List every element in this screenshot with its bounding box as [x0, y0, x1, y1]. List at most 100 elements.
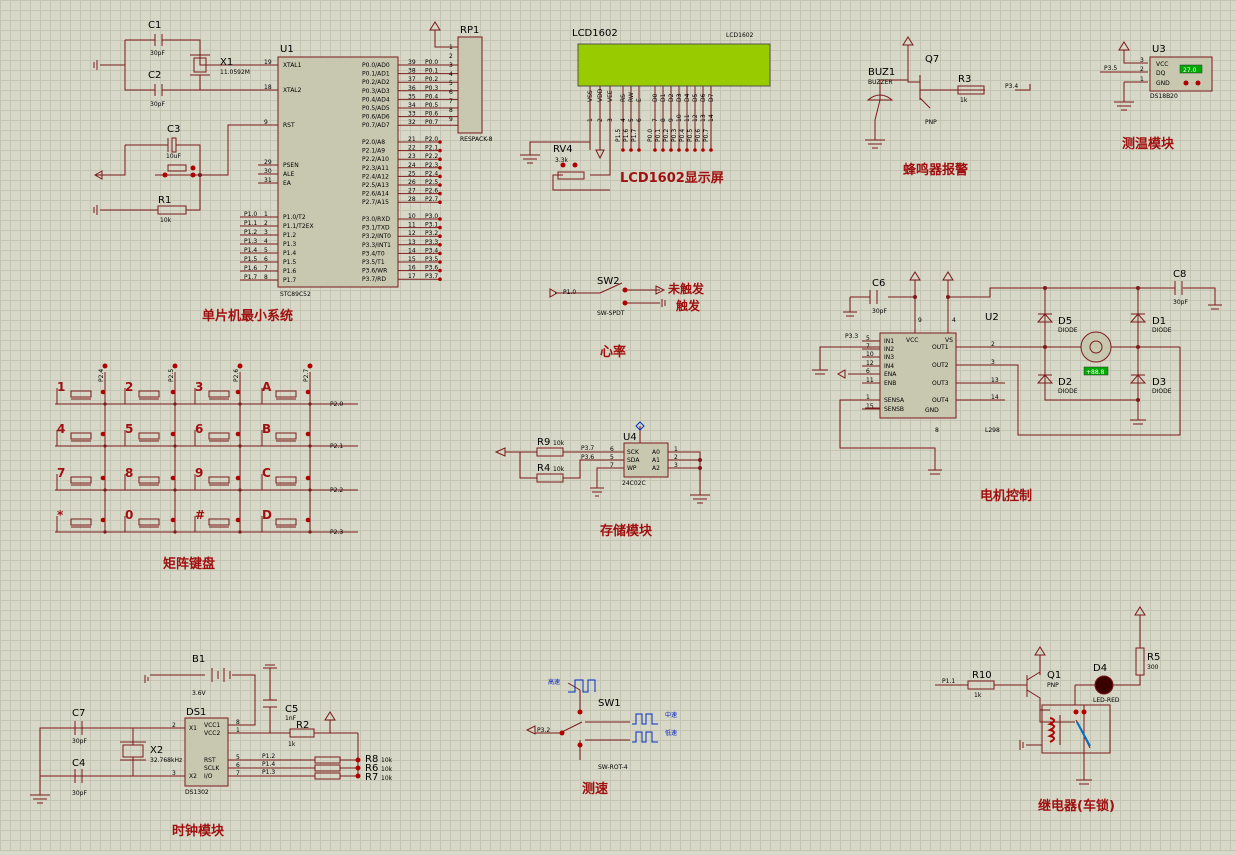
heart-section: SW2 SW-SPDT P1.0 未触发 触发 心率	[549, 276, 705, 360]
mcu-pin-name: P2.1/A9	[362, 148, 385, 155]
buz1-part: BUZZER	[868, 79, 893, 86]
key-junction	[103, 444, 107, 448]
u2-pin-name: OUT1	[932, 344, 949, 351]
relay-net: P1.1	[942, 678, 955, 685]
c6-ref: C6	[872, 278, 885, 289]
sw2-ref: SW2	[597, 276, 620, 287]
u2-part: L298	[985, 427, 1000, 434]
mcu-pin-name: P3.4/T0	[362, 250, 385, 257]
key-label: 7	[57, 466, 65, 480]
d3-part: DIODE	[1152, 388, 1172, 395]
l298-chip	[879, 332, 957, 419]
key-switch	[70, 476, 92, 484]
mcu-ref: U1	[280, 44, 294, 55]
module-label-storage: 存储模块	[600, 523, 653, 539]
key-terminal	[170, 475, 176, 481]
ds1302-pin-number: 6	[236, 762, 240, 769]
mcu-pin-number: 34	[408, 102, 416, 109]
mcu-pin-number: 5	[264, 247, 268, 254]
ds18b20-reading: 27.0	[1183, 67, 1197, 74]
keypad-row-net: P2.1	[330, 443, 343, 450]
ds1302-chip	[184, 717, 229, 787]
u2-pin-number: 13	[991, 377, 999, 384]
mcu-pin-number: 21	[408, 136, 416, 143]
c7-ref: C7	[72, 708, 85, 719]
mcu-pin-name: P0.5/AD5	[362, 105, 390, 112]
u2-pin-name: IN2	[884, 346, 894, 353]
mcu-pin-number: 35	[408, 93, 416, 100]
ds1302-pin-number: 3	[172, 770, 176, 777]
u2-pin-name: ENB	[884, 380, 896, 387]
lcd-pin-name: RS	[620, 94, 627, 102]
key-terminal	[100, 475, 106, 481]
lcd-terminal	[637, 148, 641, 152]
mcu-pin-number: 15	[408, 256, 416, 263]
ds1302-pin-name: I/O	[204, 773, 213, 780]
mcu-pin-number: 2	[264, 220, 268, 227]
key-label: D	[262, 508, 272, 522]
mcu-pin-number: 38	[408, 68, 416, 75]
r5-ref: R5	[1147, 652, 1160, 663]
key-junction	[238, 530, 242, 534]
c5-value: 1nF	[285, 715, 297, 722]
rp1-pin-number: 2	[449, 53, 453, 60]
rv4-value: 3.3k	[555, 157, 569, 164]
mcu-pin-name: P1.7	[283, 277, 296, 284]
u2-pin-name: IN3	[884, 354, 894, 361]
u2-pin-name: ENA	[884, 371, 897, 378]
lcd-net-label: P1.7	[631, 129, 638, 142]
key-switch	[208, 432, 230, 440]
key-label: *	[57, 508, 64, 522]
c1-ref: C1	[148, 20, 161, 31]
lcd-terminal	[701, 148, 705, 152]
mcu-pin-name: P2.0/A8	[362, 139, 385, 146]
u2-vcc-number: 9	[918, 317, 922, 324]
mcu-net-label: P3.6	[425, 265, 438, 272]
r3-value: 1k	[960, 97, 968, 104]
sw1-part: SW-ROT-4	[598, 764, 628, 771]
mcu-pin-name: P3.2/INT0	[362, 233, 391, 240]
r10-value: 1k	[974, 692, 982, 699]
d4-part: LED-RED	[1093, 697, 1120, 704]
mcu-pin-name: EA	[283, 180, 292, 187]
key-terminal	[305, 431, 311, 437]
mcu-net-label: P0.4	[425, 93, 438, 100]
mcu-net-label: P2.0	[425, 136, 438, 143]
ds1302-pin-number: 2	[172, 722, 176, 729]
key-terminal	[170, 389, 176, 395]
mcu-net-label: P0.1	[425, 68, 438, 75]
key-junction	[173, 444, 177, 448]
mcu-pin-number: 31	[264, 177, 272, 184]
mcu-pin-number: 39	[408, 59, 416, 66]
key-label: 6	[195, 422, 203, 436]
r8-ref: R8	[365, 754, 378, 765]
mcu-pin-number: 29	[264, 159, 272, 166]
mcu-pin-name: P2.5/A13	[362, 182, 389, 189]
speed-low-label: 低速	[665, 729, 677, 737]
u4-pin-name: SCK	[627, 449, 640, 456]
lcd-terminal	[709, 148, 713, 152]
c3-ref: C3	[167, 124, 180, 135]
keypad-column-terminal	[102, 363, 108, 369]
mcu-pin-name: P2.2/A10	[362, 156, 389, 163]
mcu-pin-number: 6	[264, 256, 268, 263]
lcd-ref: LCD1602	[572, 28, 618, 39]
port-terminal	[438, 157, 442, 161]
lcd-net-label: P1.5	[615, 129, 622, 142]
mcu-pin-name: P1.0/T2	[283, 214, 306, 221]
key-label: 8	[125, 466, 133, 480]
c4-ref: C4	[72, 758, 85, 769]
rp1-pin-number: 8	[449, 107, 453, 114]
u2-pin-number: 10	[866, 351, 874, 358]
mcu-pin-name: XTAL2	[283, 87, 302, 94]
key-label: 1	[57, 380, 65, 394]
lcd-pin-name: D1	[660, 93, 667, 102]
mcu-pin-number: 3	[264, 229, 268, 236]
ds1302-part: DS1302	[185, 789, 209, 796]
r3-ref: R3	[958, 74, 971, 85]
key-terminal	[235, 389, 241, 395]
key-switch	[208, 476, 230, 484]
mcu-pin-name: P2.4/A12	[362, 173, 389, 180]
